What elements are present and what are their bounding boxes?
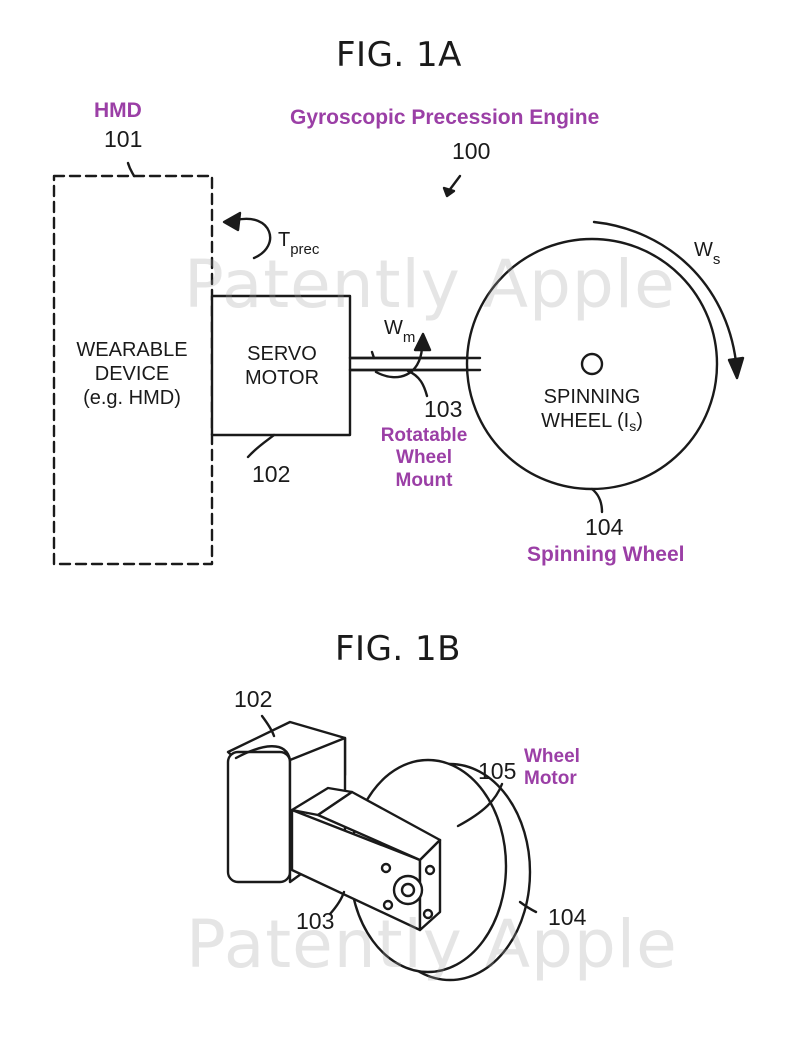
watermark-top: Patently Apple (184, 246, 676, 323)
wearable-line-2: DEVICE (94, 363, 170, 385)
w-m-sub: m (402, 329, 416, 346)
wheel-line-2-sub: s (629, 418, 637, 434)
mount-line-1: Rotatable (380, 425, 468, 446)
hmd-annotation: HMD (94, 99, 142, 122)
ref-1b-102: 102 (234, 686, 273, 712)
fig-1b-title: FIG. 1B (335, 629, 462, 669)
w-s-sub: s (712, 251, 721, 268)
leader-102 (246, 433, 276, 459)
wearable-line-1: WEARABLE (76, 339, 188, 361)
t-prec-symbol: Tprec (278, 229, 319, 257)
ref-102: 102 (252, 461, 291, 487)
w-s-symbol: Ws (694, 239, 720, 267)
wheel-line-2: WHEEL (Is) (532, 409, 652, 434)
ref-1b-103: 103 (296, 908, 335, 934)
w-m-symbol: Wm (384, 317, 415, 345)
wheel-line-2-main: WHEEL (I (541, 410, 630, 432)
precession-arrow (234, 217, 272, 260)
leader-1b-104 (518, 900, 538, 914)
watermark-bottom: Patently Apple (186, 906, 678, 983)
mount-arm-3d (290, 786, 442, 932)
servo-line-2: MOTOR (244, 367, 320, 389)
ref-100: 100 (452, 138, 491, 164)
w-m-main: W (384, 317, 403, 339)
ref-104: 104 (585, 514, 624, 540)
mount-line-2: Wheel (396, 447, 452, 469)
leader-1b-102 (260, 714, 276, 738)
wearable-device-label: WEARABLE DEVICE (e.g. HMD) (72, 338, 192, 410)
servo-line-1: SERVO (247, 343, 317, 365)
wheel-line-2-close: ) (636, 410, 643, 432)
mount-line-3: Mount (395, 469, 453, 491)
wheel-motor-annotation: Wheel Motor (524, 746, 580, 791)
ref-1b-104: 104 (548, 904, 587, 930)
servo-motor-label: SERVO MOTOR (222, 342, 342, 390)
mount-annotation: Rotatable Wheel Mount (366, 425, 482, 492)
motor-line-2: Motor (524, 768, 577, 790)
t-prec-sub: prec (290, 241, 320, 258)
fig-1a-title: FIG. 1A (336, 35, 462, 75)
ref-1b-105: 105 (478, 758, 517, 784)
wheel-line-1: SPINNING (543, 386, 641, 408)
spinning-wheel-annotation: Spinning Wheel (527, 543, 685, 566)
servo-motor-box (210, 294, 352, 437)
motor-rotation-arrow (374, 346, 424, 379)
engine-annotation: Gyroscopic Precession Engine (290, 106, 600, 129)
leader-104 (590, 487, 604, 514)
wearable-line-3: (e.g. HMD) (83, 387, 181, 409)
leader-1b-103 (328, 890, 346, 916)
ref-103: 103 (424, 396, 463, 422)
t-prec-main: T (278, 229, 291, 251)
wheel-hub (580, 352, 604, 376)
spinning-wheel-label: SPINNING WHEEL (Is) (532, 385, 652, 434)
ref-101: 101 (104, 126, 143, 152)
leader-1b-105 (456, 782, 504, 828)
motor-line-1: Wheel (524, 746, 580, 767)
leader-103 (406, 369, 429, 398)
wheel-spin-arrow (592, 220, 738, 364)
w-s-main: W (694, 239, 713, 261)
leader-101 (126, 161, 136, 178)
